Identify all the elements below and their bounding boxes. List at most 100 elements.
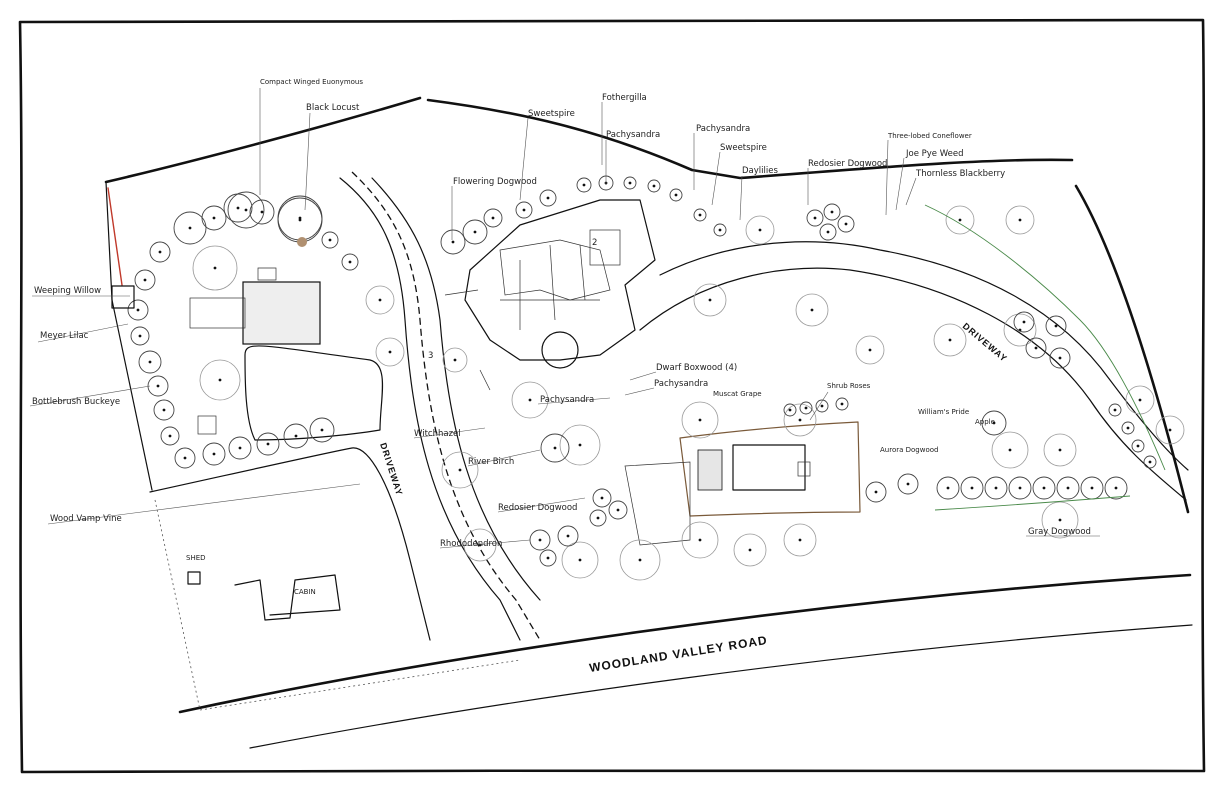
tree-center-dot — [1066, 486, 1070, 490]
label-flowering-dogwood: Flowering Dogwood — [453, 177, 537, 187]
tree-center-dot — [473, 230, 477, 234]
tree-center-dot — [388, 350, 392, 354]
tree-center-dot — [874, 490, 878, 494]
tree-center-dot — [528, 398, 532, 402]
shrub-symbol — [147, 375, 169, 397]
tree-center-dot — [698, 213, 702, 217]
shrub-symbol — [462, 219, 488, 245]
tree-center-dot — [260, 210, 264, 214]
canopy-circle — [693, 283, 727, 317]
canopy-circle — [441, 451, 479, 489]
canopy-circle — [199, 359, 241, 401]
tree-center-dot — [708, 298, 712, 302]
tree-center-dot — [596, 516, 600, 520]
tree-center-dot — [1148, 460, 1152, 464]
south-green-line — [934, 495, 1131, 511]
shrub-symbol — [173, 211, 207, 245]
canopy-circle — [945, 205, 975, 235]
shrub-symbol — [174, 447, 196, 469]
canopy-circle — [933, 323, 967, 357]
tree-center-dot — [788, 408, 792, 412]
label-sweetspire-2: Sweetspire — [720, 143, 767, 153]
tree-center-dot — [188, 226, 192, 230]
tree-center-dot — [600, 496, 604, 500]
label-muscat-grape: Muscat Grape — [713, 390, 762, 398]
label-fothergilla: Fothergilla — [602, 93, 647, 103]
tree-center-dot — [578, 443, 582, 447]
tree-center-dot — [1136, 444, 1140, 448]
tree-center-dot — [546, 196, 550, 200]
tree-center-dot — [628, 181, 632, 185]
gray-dogwood-shrub — [960, 476, 984, 500]
canopy-circle — [1155, 415, 1185, 445]
tree-center-dot — [804, 406, 808, 410]
shrub-symbol — [134, 269, 156, 291]
tree-center-dot — [522, 208, 526, 212]
canopy-circle — [192, 245, 238, 291]
tree-center-dot — [798, 538, 802, 542]
shrub-symbol — [341, 253, 359, 271]
shrub-symbol — [576, 177, 592, 193]
tree-center-dot — [1138, 398, 1142, 402]
shrub-symbol — [283, 423, 309, 449]
shrub-symbol — [540, 433, 570, 463]
tree-center-dot — [578, 558, 582, 562]
tree-center-dot — [566, 534, 570, 538]
label-shrub-roses: Shrub Roses — [827, 382, 871, 390]
tree-center-dot — [948, 338, 952, 342]
tree-center-dot — [236, 206, 240, 210]
canopy-circle — [745, 215, 775, 245]
label-weeping-willow: Weeping Willow — [34, 286, 101, 296]
tree-center-dot — [1058, 448, 1062, 452]
woodland-valley-road: WOODLAND VALLEY ROAD — [178, 573, 1193, 749]
shrub-symbol — [138, 350, 162, 374]
redosier-shrub — [823, 203, 841, 221]
shrub-symbol — [153, 399, 175, 421]
gray-dogwood-shrub — [1008, 476, 1032, 500]
tree-center-dot — [183, 456, 187, 460]
canopy-circle — [681, 521, 719, 559]
shrub-symbol — [557, 525, 579, 547]
tree-center-dot — [136, 308, 140, 312]
shrub-symbol — [539, 189, 557, 207]
tree-center-dot — [844, 222, 848, 226]
shrub-symbol — [256, 432, 280, 456]
orchard-tree — [1025, 337, 1047, 359]
canopy-circle — [855, 335, 885, 365]
shrub-symbol — [1131, 439, 1145, 453]
gray-dogwood-shrub — [984, 476, 1008, 500]
shrub-symbol — [309, 417, 335, 443]
canopy-circle — [463, 528, 497, 562]
shrub-symbol — [592, 488, 612, 508]
shrub-symbol — [669, 188, 683, 202]
shrub-symbol — [201, 205, 227, 231]
label-bottlebrush-buckeye: Bottlebrush Buckeye — [32, 397, 120, 407]
driveway-label-east: DRIVEWAY — [961, 321, 1010, 364]
shrub-symbol — [713, 223, 727, 237]
tree-center-dot — [840, 402, 844, 406]
tree-center-dot — [218, 378, 222, 382]
tree-center-dot — [348, 260, 352, 264]
tree-center-dot — [698, 538, 702, 542]
tree-center-dot — [906, 482, 910, 486]
main-house: 2 3 — [428, 199, 656, 391]
label-daylilies: Daylilies — [742, 166, 778, 176]
label-river-birch: River Birch — [468, 457, 514, 467]
tree-center-dot — [1022, 320, 1026, 324]
shrub-symbol — [440, 229, 466, 255]
plant-labels: Compact Winged Euonymous Black Locust Sw… — [29, 78, 1100, 549]
tree-center-dot — [652, 184, 656, 188]
driveway-label-west: DRIVEWAY — [378, 442, 405, 498]
cabin-label: CABIN — [294, 588, 316, 596]
tree-center-dot — [830, 210, 834, 214]
tree-center-dot — [1034, 346, 1038, 350]
canopy-circle — [733, 533, 767, 567]
label-meyer-lilac: Meyer Lilac — [40, 331, 89, 341]
label-dwarf-boxwood: Dwarf Boxwood (4) — [656, 363, 737, 373]
label-gray-dogwood: Gray Dogwood — [1028, 527, 1091, 537]
canopy-circle — [442, 347, 468, 373]
tree-center-dot — [1113, 408, 1117, 412]
tree-center-dot — [156, 384, 160, 388]
tree-center-dot — [1090, 486, 1094, 490]
brown-marker — [297, 237, 307, 247]
